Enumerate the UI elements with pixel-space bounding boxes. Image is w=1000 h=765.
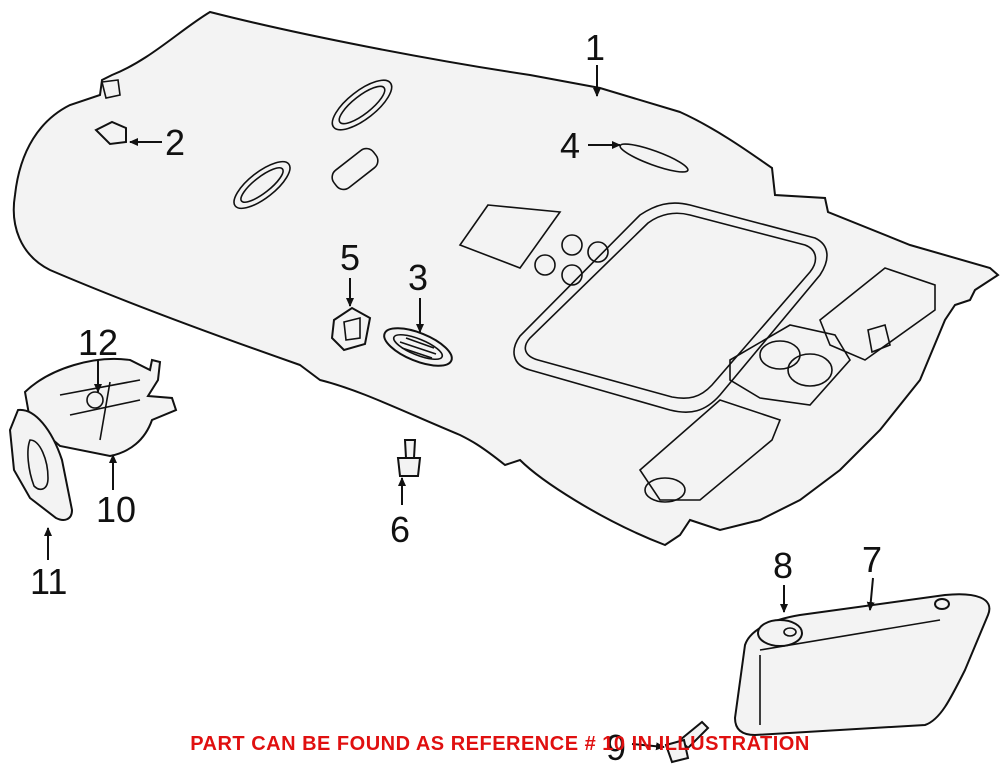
switch-part [330, 306, 372, 352]
visor-screw-part [664, 720, 710, 764]
reference-note: PART CAN BE FOUND AS REFERENCE # 10 IN I… [190, 733, 810, 755]
callout-6: 6 [390, 509, 410, 550]
callout-1: 1 [585, 27, 605, 68]
headliner-panel [12, 10, 1000, 547]
clip-part [94, 120, 127, 146]
callout-3: 3 [408, 257, 428, 298]
callout-9: 9 [606, 727, 626, 765]
sun-visor-part [733, 593, 991, 737]
mirror-mount-assembly [8, 358, 178, 521]
leader-lines [44, 65, 875, 751]
callout-5: 5 [340, 237, 360, 278]
callout-4: 4 [560, 125, 580, 166]
lamp-part [383, 327, 453, 367]
callout-10: 10 [96, 489, 136, 530]
screw-part [396, 439, 422, 477]
callout-7: 7 [862, 539, 882, 580]
callout-8: 8 [773, 545, 793, 586]
callout-11: 11 [30, 561, 67, 602]
callout-12: 12 [78, 322, 118, 363]
callout-2: 2 [165, 122, 185, 163]
